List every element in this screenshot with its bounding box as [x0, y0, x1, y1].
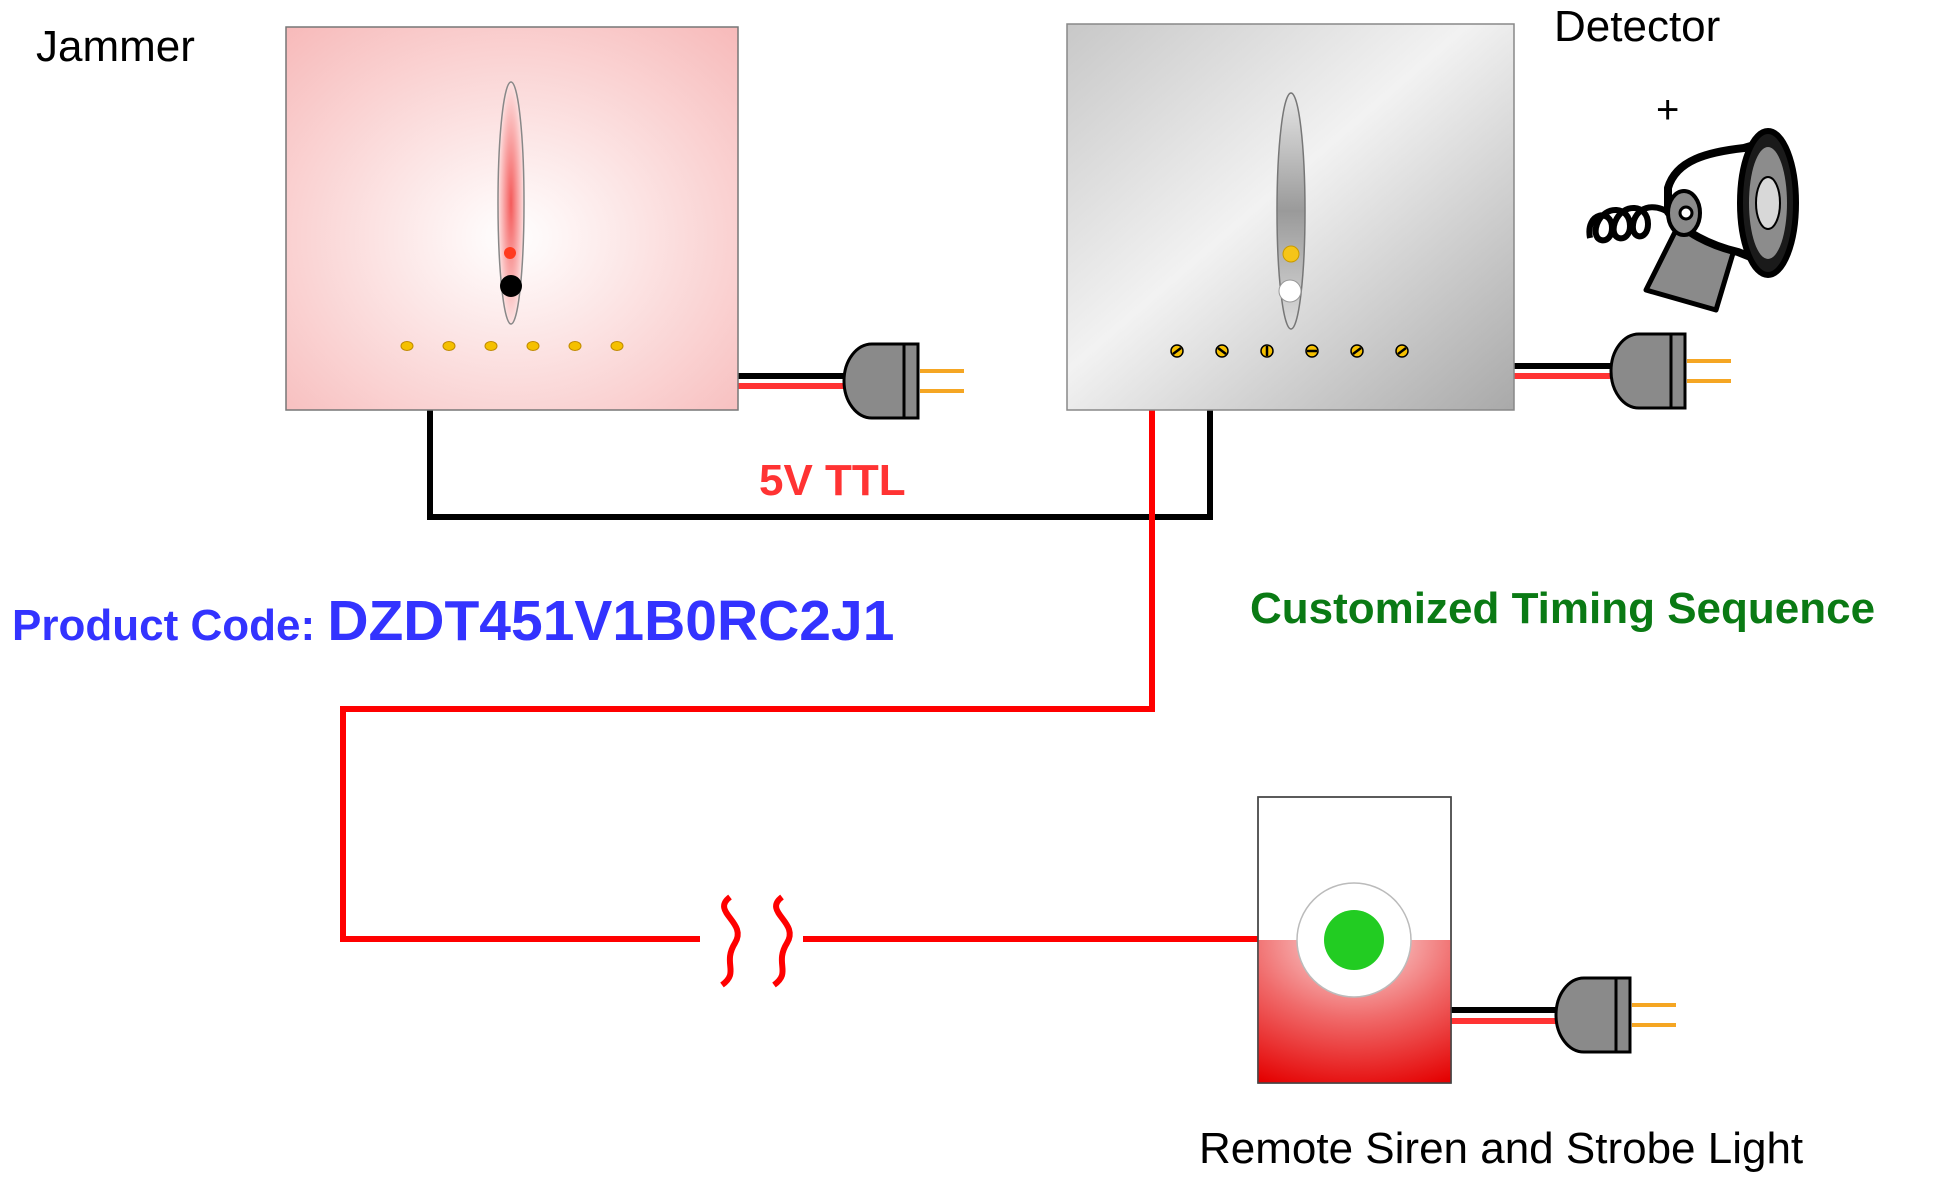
- jammer-label: Jammer: [36, 22, 195, 71]
- detector-to-siren-wire: [340, 410, 1262, 942]
- siren-strobe-label: Remote Siren and Strobe Light: [1199, 1124, 1804, 1173]
- product-code-prefix: Product Code:: [12, 601, 328, 650]
- detector-label: Detector: [1554, 2, 1721, 51]
- jammer-status-led: [504, 247, 516, 259]
- jammer-power-plug-icon: [842, 342, 966, 420]
- product-code-label: Product Code: DZDT451V1B0RC2J1: [12, 588, 894, 654]
- jammer-power-cord: [738, 373, 848, 389]
- detector-unit-icon: [1066, 23, 1515, 411]
- siren-power-plug-icon: [1554, 976, 1678, 1054]
- siren-plus-label: +: [1656, 88, 1680, 132]
- siren-power-cord: [1449, 1007, 1560, 1024]
- jammer-detector-signal-wire: [427, 410, 1213, 520]
- signal-label: 5V TTL: [759, 456, 906, 505]
- timing-sequence-label: Customized Timing Sequence: [1250, 584, 1876, 633]
- jammer-knob: [500, 275, 522, 297]
- strobe-light: [1324, 910, 1384, 970]
- detector-power-cord: [1514, 363, 1615, 379]
- detector-status-led: [1282, 245, 1300, 263]
- detector-knob: [1278, 279, 1302, 303]
- detector-indicator-screws: [1170, 344, 1409, 358]
- siren-strobe-unit-icon: [1257, 796, 1452, 1084]
- detector-power-plug-icon: [1609, 332, 1733, 410]
- jammer-unit-icon: [285, 26, 739, 411]
- cable-break-icon: [720, 894, 793, 988]
- jammer-indicator-dots: [400, 341, 624, 351]
- product-code-value: DZDT451V1B0RC2J1: [327, 589, 895, 653]
- siren-horn-icon: [1586, 128, 1799, 313]
